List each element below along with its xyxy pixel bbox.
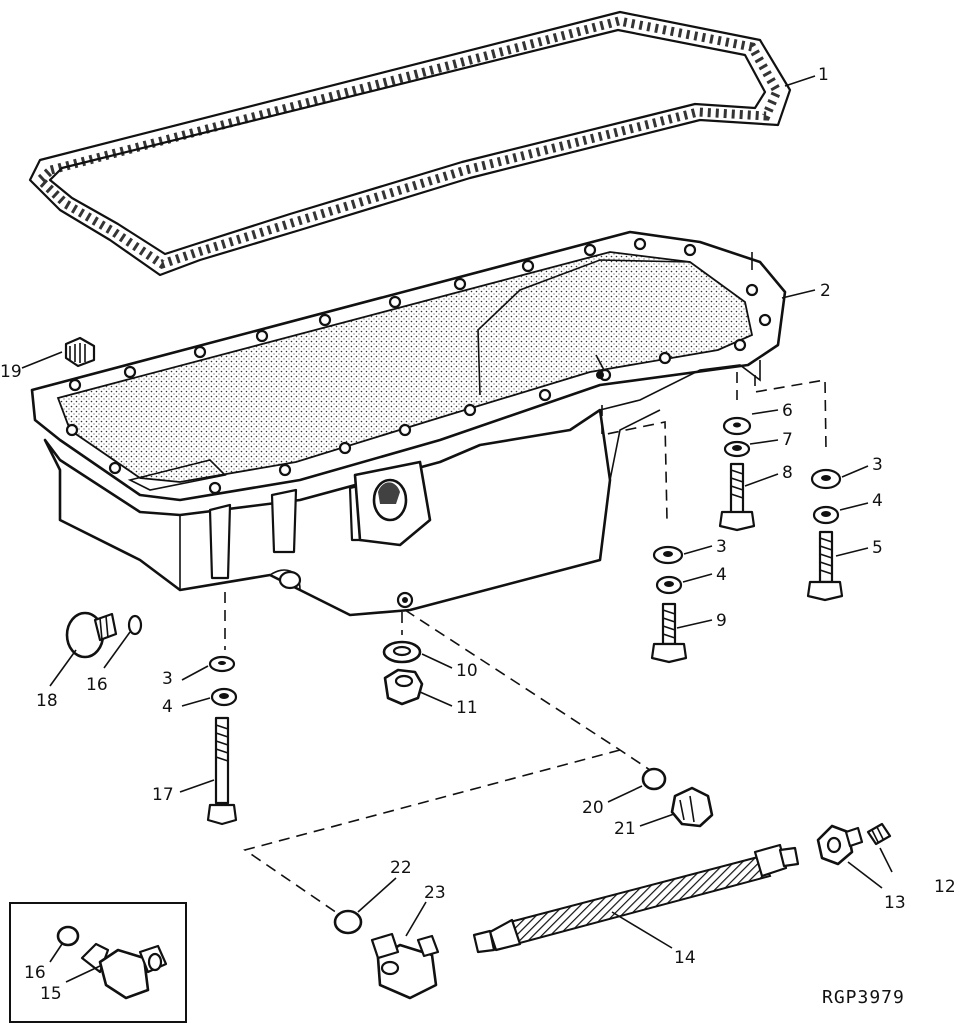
callout-16-left: 16: [86, 675, 108, 695]
callout-6: 6: [782, 401, 793, 421]
callout-8: 8: [782, 463, 793, 483]
callout-10: 10: [456, 661, 478, 681]
fitting-12: [866, 822, 892, 846]
leader-lines: [21, 75, 893, 983]
callout-21: 21: [614, 819, 636, 839]
plug-21: [670, 786, 714, 828]
washer-10: [382, 640, 422, 664]
elbow-fitting-15: [80, 942, 168, 1000]
elbow-fitting-23: [370, 932, 440, 1000]
callout-14: 14: [674, 948, 696, 968]
callout-23: 23: [424, 883, 446, 903]
oil-pan: [30, 230, 787, 617]
figure-reference-code: RGP3979: [822, 987, 905, 1008]
bolt-17: [206, 716, 238, 826]
callout-15: 15: [40, 984, 62, 1004]
callout-3-right: 3: [872, 455, 883, 475]
callout-16-inset: 16: [24, 963, 46, 983]
bolt-5: [806, 530, 844, 602]
callout-4-left: 4: [162, 697, 173, 717]
lock-washer-4-right: [812, 505, 840, 525]
alternate-fitting-inset: [9, 902, 187, 1023]
callout-12: 12: [934, 877, 956, 897]
flange-bolt-holes: [65, 237, 772, 495]
bolt-9: [650, 602, 688, 664]
plug-18: [65, 611, 118, 659]
oil-pan-gasket: [28, 10, 792, 277]
callout-19: 19: [0, 362, 22, 382]
o-ring-20: [641, 767, 667, 791]
adapter-13: [816, 824, 864, 866]
callout-18: 18: [36, 691, 58, 711]
assembly-guide-lines: [224, 372, 827, 916]
o-ring-16-left: [127, 614, 143, 636]
callout-2: 2: [820, 281, 831, 301]
callout-labels: 1 2 3 3 3 4 4 4 5 6 7 8 9 10 11 12 13 14…: [0, 65, 956, 1004]
callout-4-right: 4: [872, 491, 883, 511]
callout-3-middle: 3: [716, 537, 727, 557]
lock-washer-7: [723, 440, 751, 458]
callout-22: 22: [390, 858, 412, 878]
callout-7: 7: [782, 430, 793, 450]
callout-17: 17: [152, 785, 174, 805]
callout-3-left: 3: [162, 669, 173, 689]
washer-6: [722, 416, 752, 436]
callout-1: 1: [818, 65, 829, 85]
callout-9: 9: [716, 611, 727, 631]
o-ring-16-inset: [56, 925, 80, 947]
lock-washer-4-middle: [655, 575, 683, 595]
nut-11: [383, 668, 424, 706]
callout-4-middle: 4: [716, 565, 727, 585]
washer-3-middle: [652, 545, 684, 565]
lock-washer-4-left: [210, 687, 238, 707]
o-ring-22: [333, 909, 363, 935]
callout-5: 5: [872, 538, 883, 558]
callout-11: 11: [456, 698, 478, 718]
callout-13: 13: [884, 893, 906, 913]
oil-hose-14: [472, 843, 800, 954]
washer-3-right: [810, 468, 842, 490]
callout-20: 20: [582, 798, 604, 818]
bolt-8: [718, 462, 756, 532]
drain-plug-19: [64, 336, 96, 368]
washer-3-left: [208, 655, 236, 673]
